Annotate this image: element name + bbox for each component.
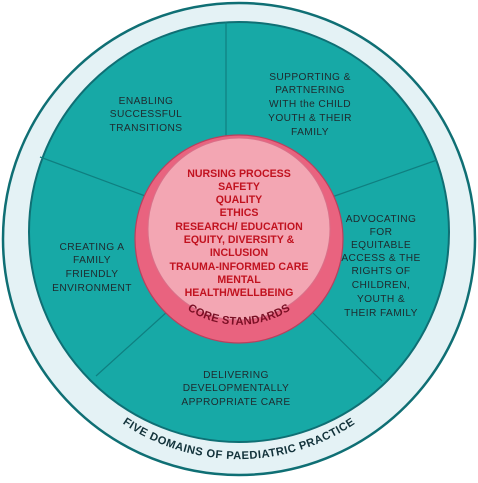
core-item: TRAUMA-INFORMED CARE <box>170 261 309 273</box>
domain-line: ENVIRONMENT <box>52 283 132 294</box>
domain-line: ADVOCATING <box>346 214 417 225</box>
domain-line: RIGHTS OF <box>351 266 410 277</box>
domain-line: EQUITABLE <box>351 240 411 251</box>
domain-line: YOUTH & THEIR <box>268 113 352 124</box>
domain-line: FAMILY <box>291 127 329 138</box>
domain-advocating: ADVOCATING FOR EQUITABLE ACCESS & THE RI… <box>341 214 420 319</box>
domain-line: THEIR FAMILY <box>344 308 418 319</box>
domain-line: CREATING A <box>60 242 125 253</box>
core-center <box>147 137 331 321</box>
divider-upper-left <box>39 156 149 198</box>
core-item: NURSING PROCESS <box>187 168 291 180</box>
core-item: ETHICS <box>220 207 259 219</box>
divider-lower-left <box>95 310 169 377</box>
core-item: SAFETY <box>218 181 260 193</box>
domain-line: DELIVERING <box>203 370 269 381</box>
core-item: RESEARCH/ EDUCATION <box>175 221 303 233</box>
domain-line: WITH the CHILD <box>269 99 351 110</box>
domain-line: TRANSITIONS <box>110 123 183 134</box>
core-item: MENTAL <box>217 274 261 286</box>
core-item: EQUITY, DIVERSITY & <box>184 234 295 246</box>
core-items: NURSING PROCESS SAFETY QUALITY ETHICS RE… <box>170 168 309 299</box>
domain-line: ENABLING <box>119 96 174 107</box>
domain-enabling-transitions: ENABLING SUCCESSFUL TRANSITIONS <box>110 96 183 134</box>
domain-line: PARTNERING <box>275 85 345 96</box>
domain-line: SUCCESSFUL <box>110 109 183 120</box>
domain-line: DEVELOPMENTALLY <box>183 383 289 394</box>
domain-line: SUPPORTING & <box>269 72 351 83</box>
domain-family-environment: CREATING A FAMILY FRIENDLY ENVIRONMENT <box>52 242 132 294</box>
domain-line: YOUTH & <box>357 294 405 305</box>
core-item: QUALITY <box>216 194 263 206</box>
domain-supporting-partnering: SUPPORTING & PARTNERING WITH the CHILD Y… <box>268 72 352 138</box>
domain-line: CHILDREN, <box>352 280 411 291</box>
domain-dividers <box>39 22 438 382</box>
domain-line: FOR <box>370 227 393 238</box>
core-item: HEALTH/WELLBEING <box>185 287 294 299</box>
divider-lower-right <box>312 312 383 382</box>
divider-upper-right <box>328 159 438 199</box>
domain-line: ACCESS & THE <box>341 253 420 264</box>
domain-delivering-care: DELIVERING DEVELOPMENTALLY APPROPRIATE C… <box>181 370 290 408</box>
core-item: INCLUSION <box>210 247 268 259</box>
domain-line: APPROPRIATE CARE <box>181 397 290 408</box>
domain-line: FAMILY <box>73 255 111 266</box>
domain-line: FRIENDLY <box>66 269 119 280</box>
